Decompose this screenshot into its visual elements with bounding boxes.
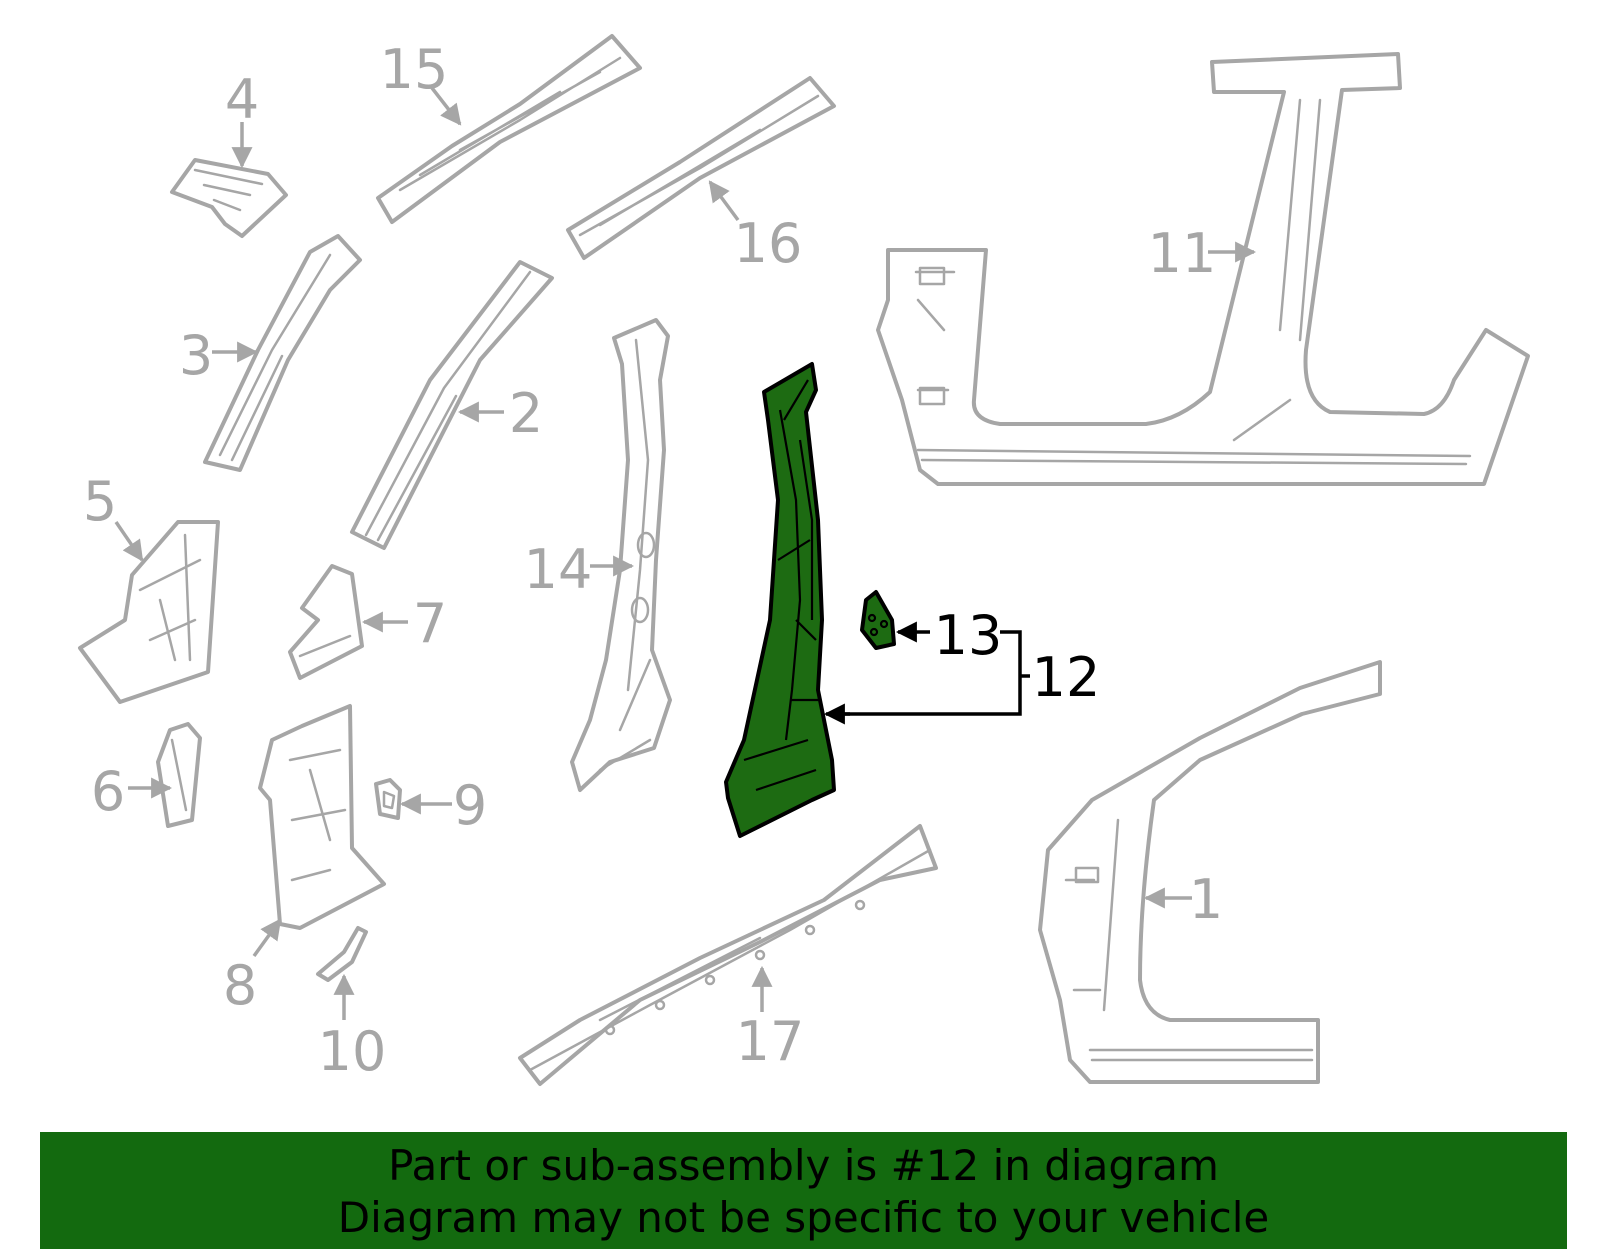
label-5: 5 <box>83 470 117 533</box>
leader-lines <box>114 86 1257 1020</box>
part-15-rail <box>376 34 642 224</box>
info-banner: Part or sub-assembly is #12 in diagram D… <box>40 1132 1567 1249</box>
part-10-bracket <box>316 926 368 982</box>
label-10: 10 <box>318 1020 387 1083</box>
part-16-rail <box>566 76 836 260</box>
part-2-pillar-reinforcement <box>350 260 554 550</box>
part-3-pillar-reinforcement <box>203 234 362 472</box>
part-17-rocker <box>518 824 938 1086</box>
part-13-plate-highlighted <box>860 590 896 650</box>
part-14-pillar <box>570 318 672 792</box>
part-7-bracket <box>288 564 364 680</box>
part-12-center-pillar-highlighted <box>724 362 836 838</box>
part-1-side-panel-outer <box>1038 660 1382 1084</box>
part-8-panel <box>258 704 386 930</box>
label-15: 15 <box>380 38 449 101</box>
banner-line-1: Part or sub-assembly is #12 in diagram <box>388 1141 1219 1190</box>
label-9: 9 <box>453 774 487 837</box>
part-9-clip <box>374 778 402 820</box>
part-5-panel <box>78 520 220 704</box>
part-6-bracket <box>156 722 202 828</box>
part-labels: 4 15 3 2 5 7 6 9 8 10 14 16 11 1 17 13 1… <box>83 38 1223 1083</box>
label-14: 14 <box>524 538 593 601</box>
part-11-side-panel-inner <box>876 52 1530 486</box>
label-1: 1 <box>1189 868 1223 931</box>
banner-line-2: Diagram may not be specific to your vehi… <box>337 1193 1270 1242</box>
label-7: 7 <box>413 592 447 655</box>
label-13: 13 <box>934 604 1003 667</box>
part-4-bracket <box>170 158 288 238</box>
label-12: 12 <box>1032 646 1101 709</box>
label-16: 16 <box>734 212 803 275</box>
label-4: 4 <box>225 68 259 131</box>
label-11: 11 <box>1148 222 1217 285</box>
label-17: 17 <box>736 1010 805 1073</box>
label-3: 3 <box>179 324 213 387</box>
label-6: 6 <box>91 760 125 823</box>
label-2: 2 <box>509 382 543 445</box>
label-8: 8 <box>223 954 257 1017</box>
